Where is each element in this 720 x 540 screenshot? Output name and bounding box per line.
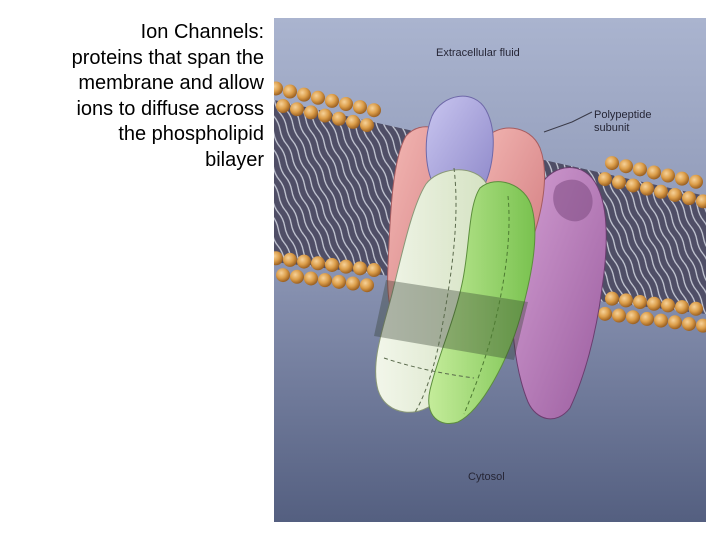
caption-line: Ion Channels: bbox=[140, 21, 264, 43]
lipid-head bbox=[339, 259, 353, 274]
subunit-green bbox=[428, 181, 536, 424]
lipid-head bbox=[696, 194, 706, 209]
lipid-head bbox=[311, 90, 325, 105]
lipid-head bbox=[619, 293, 633, 308]
lipid-head bbox=[276, 268, 290, 283]
lipid-head bbox=[619, 159, 633, 174]
slide-caption: Ion Channels: proteins that span the mem… bbox=[6, 20, 264, 173]
lipid-head bbox=[283, 252, 297, 267]
subunit-seam bbox=[463, 195, 510, 415]
lipid-head bbox=[311, 256, 325, 271]
ion-channel-illustration: Extracellular fluid Polypeptide subunit … bbox=[274, 18, 706, 522]
lipid-head bbox=[668, 187, 682, 202]
lipid-head bbox=[276, 99, 290, 114]
subunit-seam bbox=[383, 357, 475, 379]
lipid-head bbox=[605, 156, 619, 171]
lipid-head bbox=[325, 93, 339, 108]
lipid-head bbox=[633, 295, 647, 310]
lipid-head bbox=[661, 298, 675, 313]
lipid-head bbox=[274, 251, 283, 266]
lipid-head bbox=[325, 257, 339, 272]
lipid-head bbox=[640, 311, 654, 326]
lipid-head bbox=[682, 191, 696, 206]
ion-channel-protein bbox=[374, 95, 607, 424]
lipid-head bbox=[605, 291, 619, 306]
lipid-head bbox=[689, 301, 703, 316]
lipid-head bbox=[318, 273, 332, 288]
label-extracellular-fluid: Extracellular fluid bbox=[436, 47, 520, 59]
lipid-head bbox=[297, 87, 311, 102]
label-polypeptide-line2: subunit bbox=[594, 122, 629, 134]
lipid-head bbox=[360, 278, 374, 293]
lipid-head bbox=[297, 254, 311, 269]
lipid-head bbox=[647, 165, 661, 180]
lipid-head bbox=[360, 118, 374, 133]
lipid-head bbox=[346, 114, 360, 129]
lipid-head bbox=[353, 100, 367, 115]
lipid-head bbox=[318, 108, 332, 123]
lipid-head bbox=[696, 318, 706, 333]
subunit-purple-shadow bbox=[553, 179, 593, 222]
label-cytosol: Cytosol bbox=[468, 471, 505, 483]
lipid-head bbox=[367, 263, 381, 278]
subunit-seam bbox=[413, 167, 457, 415]
lipid-head bbox=[304, 105, 318, 120]
lipid-head bbox=[682, 316, 696, 331]
caption-line: ions to diffuse across bbox=[76, 97, 264, 120]
lipid-head bbox=[612, 308, 626, 323]
lipid-head bbox=[332, 274, 346, 289]
lipid-head bbox=[598, 306, 612, 321]
lipid-head bbox=[274, 81, 283, 96]
lipid-head bbox=[290, 269, 304, 284]
caption-line: the phospholipid bbox=[118, 123, 264, 145]
lipid-head bbox=[346, 276, 360, 291]
lipid-head bbox=[661, 168, 675, 183]
lipid-head bbox=[353, 261, 367, 276]
lipid-head bbox=[689, 174, 703, 189]
lipid-head bbox=[290, 102, 304, 117]
label-polypeptide-line1: Polypeptide bbox=[594, 109, 652, 121]
lipid-head bbox=[668, 315, 682, 330]
lipid-head bbox=[332, 111, 346, 126]
lipid-head bbox=[675, 171, 689, 186]
lipid-head bbox=[598, 172, 612, 187]
lipid-head bbox=[654, 184, 668, 199]
ion-channel-figure: Extracellular fluid Polypeptide subunit … bbox=[274, 18, 706, 522]
lipid-head bbox=[647, 296, 661, 311]
channel-membrane-shadow bbox=[374, 280, 528, 360]
lipid-head bbox=[283, 84, 297, 99]
lipid-head bbox=[339, 97, 353, 111]
lipid-head bbox=[675, 300, 689, 315]
polypeptide-leader-line bbox=[543, 111, 593, 133]
lipid-head bbox=[612, 175, 626, 190]
lipid-head bbox=[304, 271, 318, 286]
caption-line: bilayer bbox=[205, 148, 264, 171]
caption-line: membrane and allow bbox=[78, 72, 264, 94]
lipid-head bbox=[640, 181, 654, 196]
caption-line: proteins that span the bbox=[71, 46, 264, 69]
lipid-head bbox=[367, 103, 381, 118]
lipid-head bbox=[654, 313, 668, 328]
lipid-head bbox=[633, 162, 647, 177]
lipid-heads bbox=[274, 81, 706, 333]
lipid-head bbox=[626, 310, 640, 325]
lipid-head bbox=[626, 178, 640, 193]
